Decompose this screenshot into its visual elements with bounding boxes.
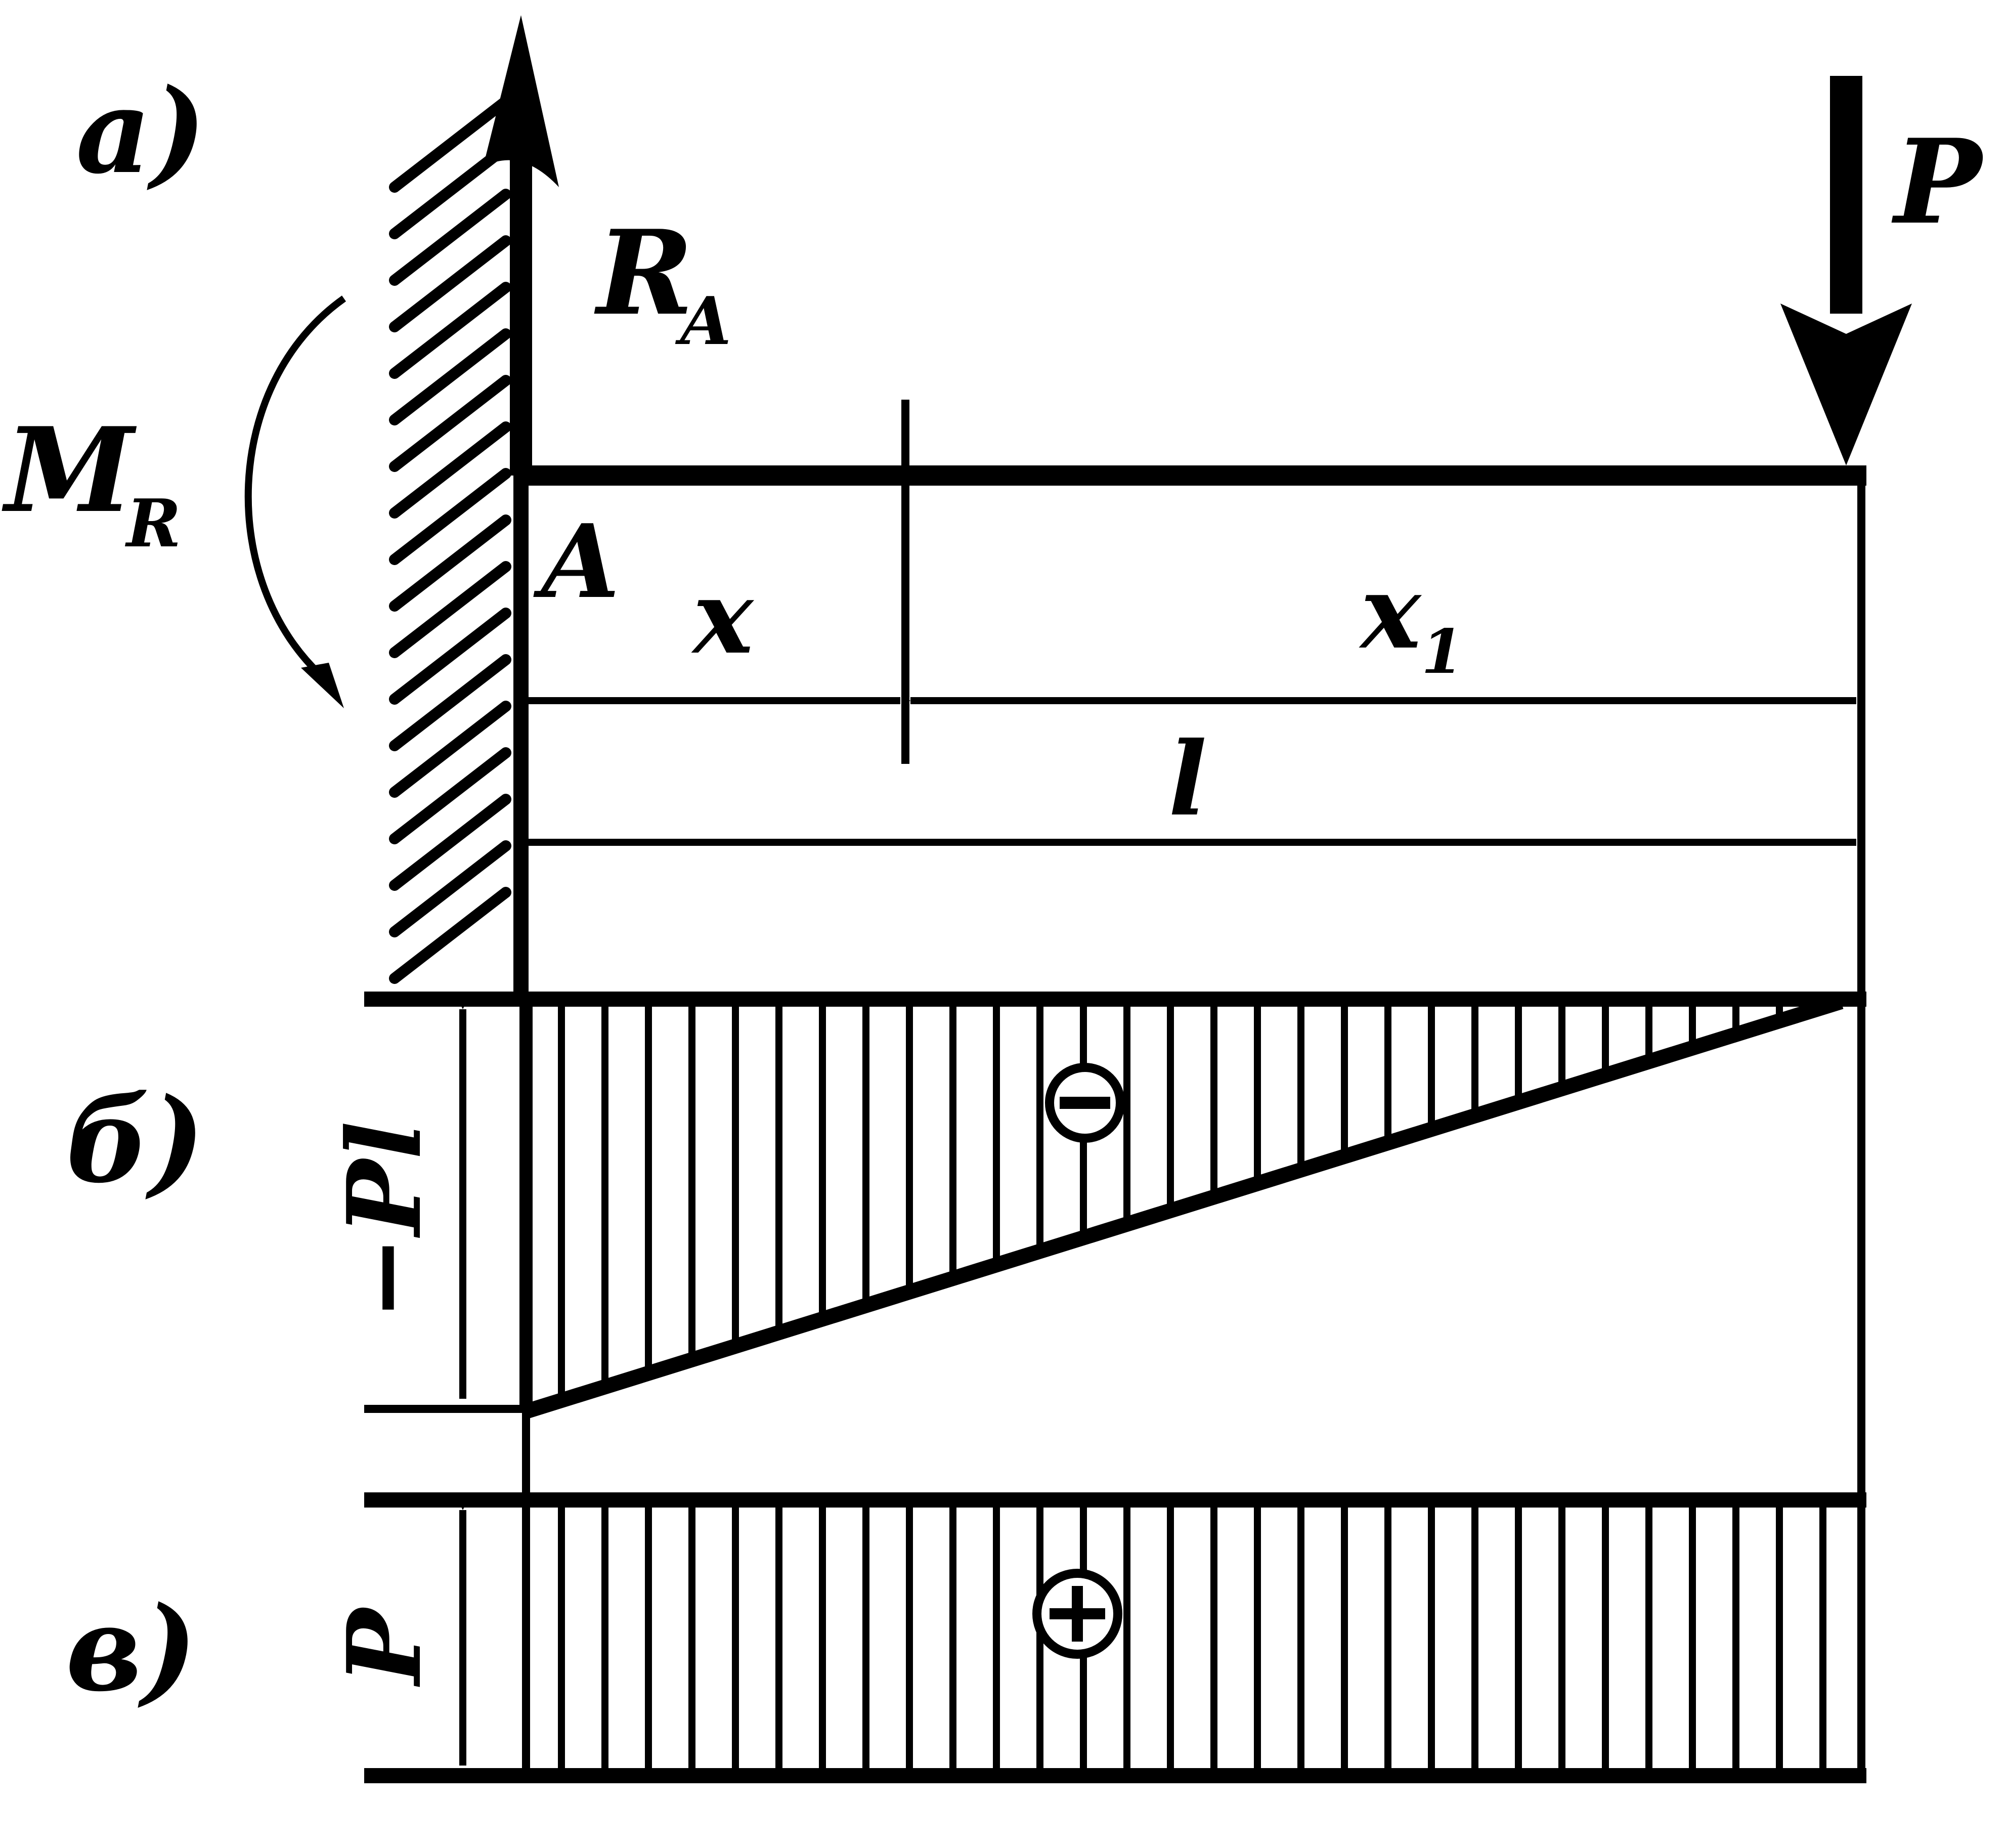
load-label: P — [1891, 114, 1985, 250]
support-point-label: A — [533, 502, 620, 621]
moment-label: M — [2, 402, 137, 539]
reaction-moment-arrow — [244, 295, 346, 708]
reaction-label-subscript: A — [675, 282, 731, 360]
hatch-line — [389, 189, 511, 286]
hatch-line — [389, 468, 511, 565]
panel-label-a: a) — [76, 63, 206, 200]
load-arrow — [1780, 76, 1912, 465]
reaction-label: R — [594, 205, 693, 341]
shear-magnitude-label: P — [325, 1606, 444, 1687]
moment-magnitude-label: −Pl — [325, 1121, 444, 1320]
hatch-line — [389, 608, 511, 705]
hatch-line — [389, 794, 511, 891]
moment-diagram-hatching — [558, 1007, 1783, 1396]
hatch-line — [389, 514, 511, 612]
hatch-line — [389, 887, 511, 984]
hatch-line — [389, 375, 511, 472]
hatch-line — [389, 561, 511, 658]
shear-diagram-hatching — [558, 1508, 1826, 1768]
shear-sign-badge — [1032, 1569, 1122, 1659]
moment-sign-badge — [1045, 1063, 1125, 1143]
fixed-support-hatching — [389, 96, 511, 984]
hatch-line — [389, 701, 511, 798]
moment-diagram-slope — [524, 994, 1844, 1419]
hatch-line — [389, 235, 511, 332]
hatch-line — [389, 421, 511, 519]
dimension-length-label: l — [1168, 720, 1207, 839]
hatch-line — [389, 654, 511, 751]
moment-label-subscript: R — [124, 485, 181, 562]
panel-label-b: б) — [66, 1072, 205, 1209]
reaction-arrow — [483, 15, 559, 476]
hatch-line — [389, 328, 511, 425]
dimension-x1-label: x — [1359, 553, 1422, 672]
dimension-x1-subscript: 1 — [1421, 616, 1464, 687]
panel-label-c: в) — [66, 1581, 197, 1717]
hatch-line — [389, 747, 511, 844]
hatch-line — [389, 96, 511, 193]
hatch-line — [389, 840, 511, 937]
hatch-line — [389, 282, 511, 379]
dimension-x-label: x — [691, 558, 755, 677]
